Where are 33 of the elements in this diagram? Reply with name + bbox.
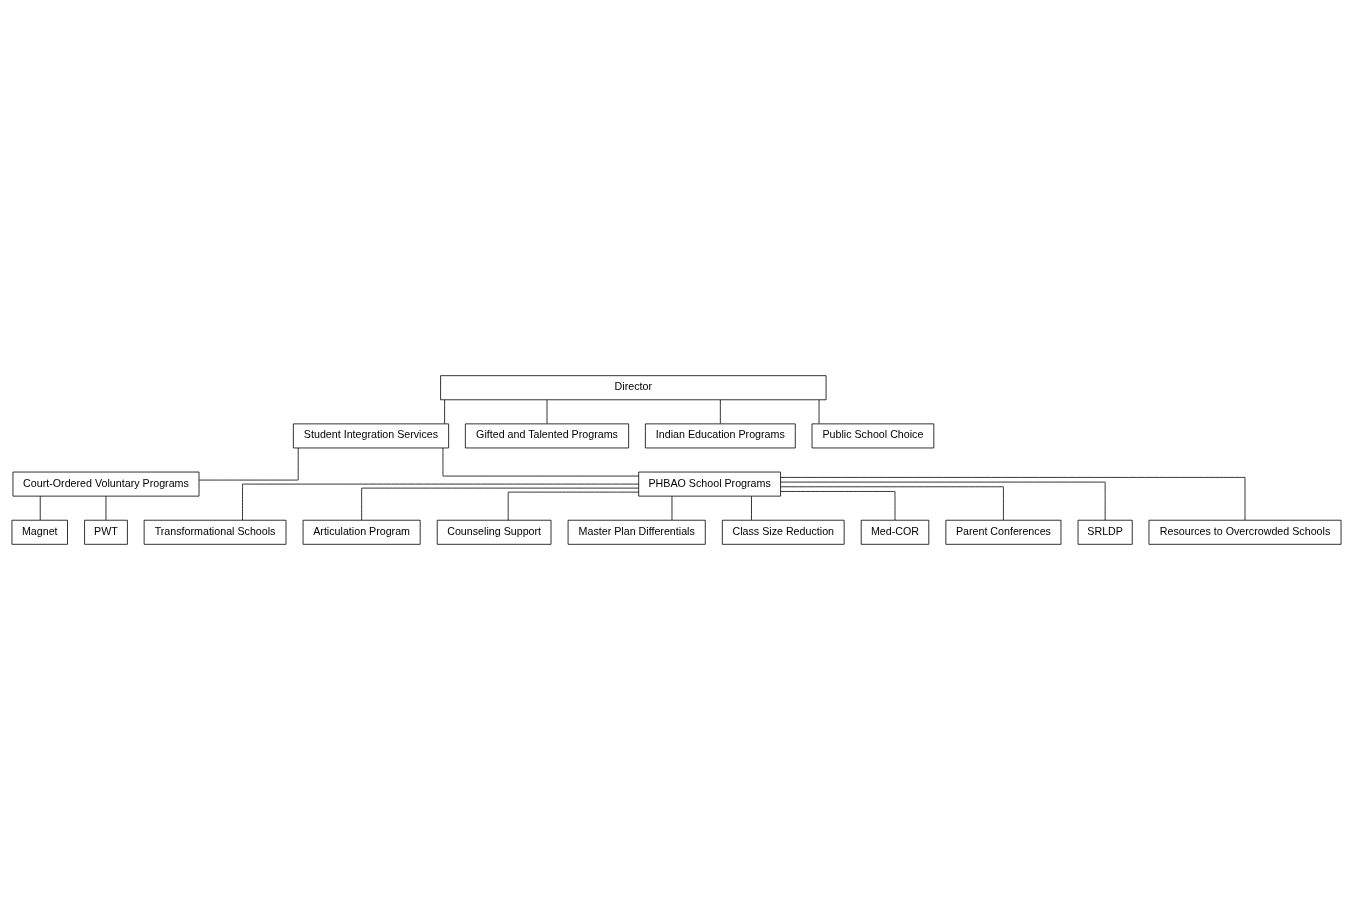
connector [751,495,752,520]
connector [780,481,1106,520]
node-box: Articulation Program [302,519,421,545]
node-box: Public School Choice [811,422,935,448]
node-box: Resources to Overcrowded Schools [1148,519,1342,545]
connector [780,476,1246,520]
node-box: Transformational Schools [143,519,287,545]
node-box: Parent Conferences [945,519,1062,545]
node-box: Indian Education Programs [645,422,796,448]
connector [780,490,896,520]
connector [39,495,41,520]
node-box: Court-Ordered Voluntary Programs [12,471,200,497]
connector [105,495,107,520]
node-box: Student Integration Services [292,422,450,448]
connector [242,483,640,520]
node-box: Counseling Support [436,519,552,545]
node-box: Class Size Reduction [721,519,845,545]
node-box: Gifted and Talented Programs [464,422,630,448]
connector [442,447,640,476]
connector [719,399,721,424]
node-box: Director [440,374,827,400]
node-box: Med-COR [860,519,930,545]
node-box: Magnet [11,519,68,545]
connector [444,399,445,424]
node-box: PWT [84,519,128,545]
connector [198,447,299,480]
node-box: PHBAO School Programs [638,471,781,497]
connector [361,487,639,521]
connector [780,485,1004,520]
node-box: SRLDP [1077,519,1133,545]
connector [507,491,639,521]
node-box: Master Plan Differentials [567,519,706,545]
connector [671,495,673,520]
